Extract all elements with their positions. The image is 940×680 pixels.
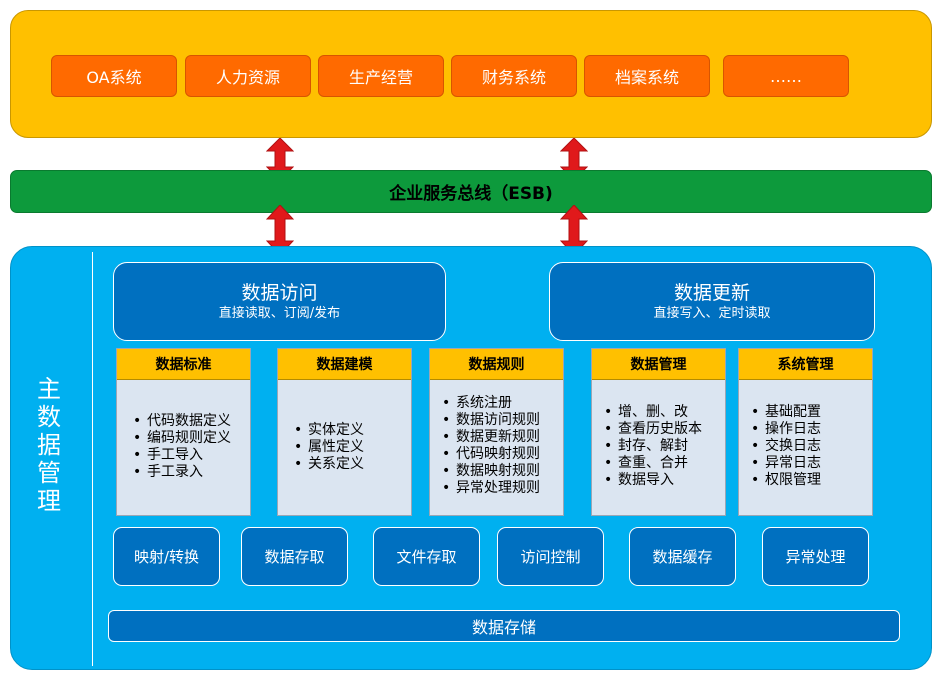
module-data-standard: 数据标准 代码数据定义 编码规则定义 手工导入 手工录入	[116, 348, 251, 516]
module-item-list: 实体定义 属性定义 关系定义	[278, 422, 411, 473]
module-item: 实体定义	[294, 422, 411, 439]
module-item: 查看历史版本	[604, 421, 725, 438]
system-box-finance: 财务系统	[451, 55, 577, 97]
module-item: 异常处理规则	[442, 480, 563, 497]
module-item: 查重、合并	[604, 455, 725, 472]
module-item: 数据导入	[604, 472, 725, 489]
system-box-hr: 人力资源	[185, 55, 311, 97]
module-item: 代码数据定义	[133, 413, 250, 430]
function-data-cache: 数据缓存	[629, 527, 736, 586]
module-item: 增、删、改	[604, 404, 725, 421]
function-data-access: 数据存取	[241, 527, 348, 586]
data-storage-bar: 数据存储	[108, 610, 900, 642]
double-arrow-icon	[266, 138, 294, 180]
module-title: 数据管理	[592, 349, 725, 380]
data-access-subtitle: 直接读取、订阅/发布	[218, 305, 341, 321]
module-item: 交换日志	[751, 438, 872, 455]
module-item: 系统注册	[442, 395, 563, 412]
module-title: 数据建模	[278, 349, 411, 380]
data-access-title: 数据访问	[241, 281, 318, 304]
module-item: 属性定义	[294, 439, 411, 456]
module-item: 异常日志	[751, 455, 872, 472]
mdm-title: 主数据管理	[37, 375, 61, 515]
system-box-oa: OA系统	[51, 55, 177, 97]
module-title: 系统管理	[739, 349, 872, 380]
module-item: 基础配置	[751, 404, 872, 421]
module-item-list: 基础配置 操作日志 交换日志 异常日志 权限管理	[739, 404, 872, 489]
module-item: 手工录入	[133, 464, 250, 481]
module-data-rules: 数据规则 系统注册 数据访问规则 数据更新规则 代码映射规则 数据映射规则 异常…	[429, 348, 564, 516]
module-item: 数据映射规则	[442, 463, 563, 480]
module-item: 编码规则定义	[133, 430, 250, 447]
module-title: 数据规则	[430, 349, 563, 380]
function-file-access: 文件存取	[373, 527, 480, 586]
module-item-list: 增、删、改 查看历史版本 封存、解封 查重、合并 数据导入	[592, 404, 725, 489]
module-item-list: 代码数据定义 编码规则定义 手工导入 手工录入	[117, 413, 250, 481]
module-item: 手工导入	[133, 447, 250, 464]
system-box-production: 生产经营	[318, 55, 444, 97]
data-update-title: 数据更新	[673, 281, 750, 304]
module-item: 关系定义	[294, 456, 411, 473]
esb-bar: 企业服务总线（ESB)	[10, 170, 932, 213]
module-item-list: 系统注册 数据访问规则 数据更新规则 代码映射规则 数据映射规则 异常处理规则	[430, 395, 563, 497]
module-item: 封存、解封	[604, 438, 725, 455]
module-item: 数据更新规则	[442, 429, 563, 446]
system-box-more: ……	[723, 55, 849, 97]
module-data-modeling: 数据建模 实体定义 属性定义 关系定义	[277, 348, 412, 516]
module-item: 数据访问规则	[442, 412, 563, 429]
function-access-control: 访问控制	[497, 527, 604, 586]
module-item: 操作日志	[751, 421, 872, 438]
module-system-management: 系统管理 基础配置 操作日志 交换日志 异常日志 权限管理	[738, 348, 873, 516]
function-mapping: 映射/转换	[113, 527, 220, 586]
module-item: 代码映射规则	[442, 446, 563, 463]
data-update-box: 数据更新 直接写入、定时读取	[549, 262, 875, 341]
double-arrow-icon	[560, 205, 588, 255]
module-item: 权限管理	[751, 472, 872, 489]
data-access-box: 数据访问 直接读取、订阅/发布	[113, 262, 446, 341]
double-arrow-icon	[266, 205, 294, 255]
double-arrow-icon	[560, 138, 588, 180]
data-update-subtitle: 直接写入、定时读取	[653, 305, 771, 321]
mdm-divider	[92, 252, 93, 666]
module-data-management: 数据管理 增、删、改 查看历史版本 封存、解封 查重、合并 数据导入	[591, 348, 726, 516]
system-box-archive: 档案系统	[584, 55, 710, 97]
module-title: 数据标准	[117, 349, 250, 380]
function-exception-handling: 异常处理	[762, 527, 869, 586]
